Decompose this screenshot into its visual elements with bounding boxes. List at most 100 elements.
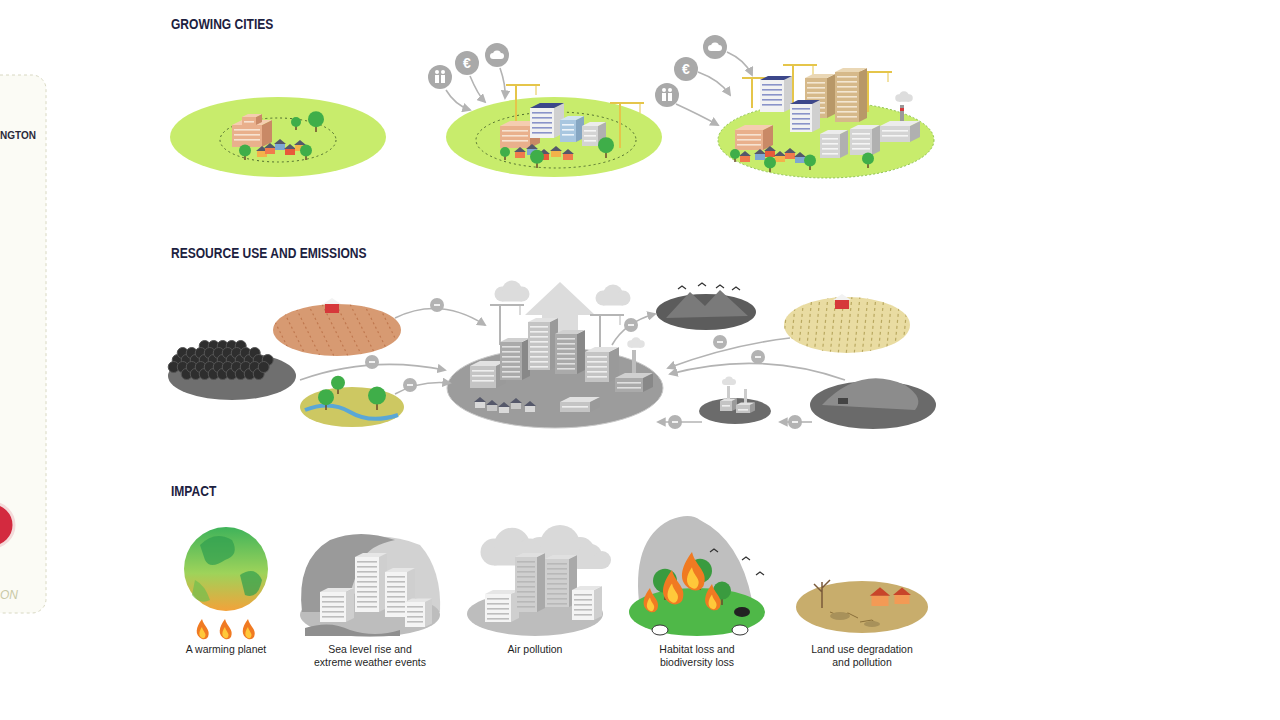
building-front: [500, 126, 530, 148]
crop-row: [806, 296, 812, 356]
house: [754, 149, 766, 160]
building: [405, 599, 432, 628]
window-row: [517, 591, 535, 593]
tree: [764, 156, 776, 172]
land-ellipse: [170, 97, 386, 177]
building-roof: [805, 74, 835, 78]
window-row: [502, 366, 520, 368]
bird: [678, 286, 686, 289]
tree: [368, 387, 386, 410]
crop-rows: [782, 296, 908, 356]
flow-marker-line: [369, 361, 375, 363]
flow-marker-line: [434, 304, 440, 306]
window-row: [837, 76, 857, 78]
coin-disc: [703, 35, 727, 59]
land-ellipse: [300, 387, 404, 427]
crane: [590, 315, 624, 350]
house-roof: [562, 149, 574, 154]
window-row: [617, 382, 641, 384]
window-row: [357, 576, 377, 578]
tree: [500, 147, 510, 160]
person-body: [662, 93, 666, 101]
window-row: [532, 127, 552, 129]
crop-row: [902, 296, 908, 356]
window-row: [387, 576, 405, 578]
window-row: [357, 581, 377, 583]
window-row: [587, 366, 607, 368]
window-row: [530, 331, 548, 333]
house-roof: [754, 149, 766, 154]
window-row: [387, 586, 405, 588]
tree: [308, 111, 324, 132]
window-row: [502, 135, 528, 137]
barn-roof: [833, 294, 851, 300]
tree: [730, 149, 740, 162]
tree-crown: [239, 144, 251, 156]
crop-row: [790, 296, 796, 356]
house-wall: [740, 156, 750, 162]
window-row: [322, 601, 344, 603]
window-row: [737, 134, 761, 136]
window-row: [244, 121, 254, 123]
puddle: [830, 612, 850, 620]
window-row: [557, 368, 575, 370]
window-row: [322, 606, 344, 608]
window-row: [587, 376, 607, 378]
window-row: [882, 135, 908, 137]
window-row: [587, 361, 607, 363]
chimney-band: [900, 108, 904, 111]
building-roof: [530, 103, 564, 108]
forest-water: [300, 376, 404, 427]
building: [880, 121, 920, 142]
field-row: [348, 300, 378, 360]
crane-mast: [599, 315, 601, 350]
window-row: [387, 596, 405, 598]
house-wall: [755, 154, 765, 160]
house-wall: [265, 148, 275, 154]
house: [264, 143, 276, 154]
building-roof: [560, 397, 600, 402]
currency-symbol: €: [674, 61, 698, 77]
resource-coin: [455, 51, 479, 75]
crop-row: [894, 296, 900, 356]
crop-row: [870, 296, 876, 356]
building: [515, 553, 545, 612]
window-row: [837, 81, 857, 83]
crane-mast: [499, 305, 501, 345]
house-roof: [524, 401, 536, 406]
window-row: [557, 343, 575, 345]
impact-item: Air pollution: [480, 522, 590, 667]
flame-outer: [644, 588, 658, 612]
crane-hook: [888, 72, 889, 82]
building-roof: [582, 122, 606, 126]
window-row: [517, 601, 535, 603]
building-side: [594, 586, 602, 620]
window-row: [502, 376, 520, 378]
house-roof: [784, 148, 796, 153]
tree-crown: [730, 149, 740, 159]
impact-item: Land use degradation and pollution: [807, 522, 917, 667]
bird: [716, 285, 724, 288]
crane-hook: [620, 315, 621, 325]
flame-outer: [220, 619, 232, 639]
field-ellipse: [273, 304, 401, 356]
window-row: [837, 101, 857, 103]
waste-mound: [822, 378, 918, 410]
flow-arrow: [780, 421, 812, 423]
window-row: [574, 614, 592, 616]
window-row: [807, 82, 825, 84]
building-front: [736, 405, 750, 413]
window-row: [387, 581, 405, 583]
flow-marker-disc: [430, 298, 444, 312]
building-front: [615, 378, 643, 392]
building-roof: [242, 114, 262, 117]
window-row: [738, 409, 748, 411]
window-row: [837, 116, 857, 118]
window-row: [837, 86, 857, 88]
tree: [862, 152, 874, 168]
house-roof: [764, 146, 776, 151]
building-front: [790, 104, 812, 132]
window-row: [387, 606, 405, 608]
building-front: [405, 602, 425, 627]
landfill: [810, 378, 936, 429]
